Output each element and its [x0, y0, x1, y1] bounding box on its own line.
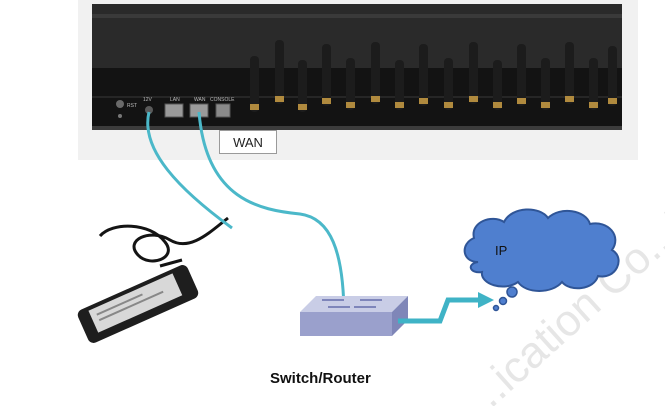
- wan-callout-label: WAN: [219, 130, 277, 154]
- antenna: [541, 58, 550, 110]
- reset-button: [116, 100, 124, 108]
- antenna: [250, 56, 259, 112]
- antenna: [395, 60, 404, 110]
- power-port: [145, 106, 153, 114]
- console-port: [215, 103, 231, 118]
- uplink-arrow-head: [478, 292, 494, 308]
- uplink-arrow-line: [398, 297, 480, 324]
- antenna: [517, 44, 526, 106]
- gateway-device: RST 12V LAN WAN CONSOLE: [92, 4, 622, 130]
- antenna: [608, 46, 617, 106]
- switch-front: [300, 312, 392, 336]
- power-adapter: [77, 216, 229, 343]
- switch-router-caption: Switch/Router: [270, 370, 371, 387]
- chassis-top: [92, 4, 622, 68]
- lan-port-label: LAN: [170, 97, 180, 103]
- switch-router-device: [300, 296, 408, 336]
- ip-cloud: [463, 208, 620, 312]
- antenna: [298, 60, 307, 112]
- wan-cable: [197, 111, 346, 319]
- antenna: [371, 42, 380, 104]
- antenna: [493, 60, 502, 110]
- power-cable: [146, 111, 233, 230]
- antenna: [346, 58, 355, 110]
- power-port-label: 12V: [143, 97, 153, 103]
- antenna: [589, 58, 598, 110]
- rst-label: RST: [127, 103, 137, 109]
- antenna-array: [250, 40, 617, 112]
- antenna: [469, 42, 478, 104]
- ip-cloud-label: IP: [495, 243, 508, 258]
- antenna: [419, 44, 428, 106]
- switch-top: [300, 296, 408, 312]
- adapter-cord: [98, 216, 229, 263]
- antenna: [565, 42, 574, 104]
- antenna: [322, 44, 331, 106]
- wan-port-label: WAN: [194, 97, 206, 103]
- antenna: [275, 40, 284, 104]
- console-port-label: CONSOLE: [210, 97, 235, 103]
- cloud-shape: [463, 208, 620, 292]
- lan-port: [164, 103, 184, 118]
- antenna: [444, 58, 453, 110]
